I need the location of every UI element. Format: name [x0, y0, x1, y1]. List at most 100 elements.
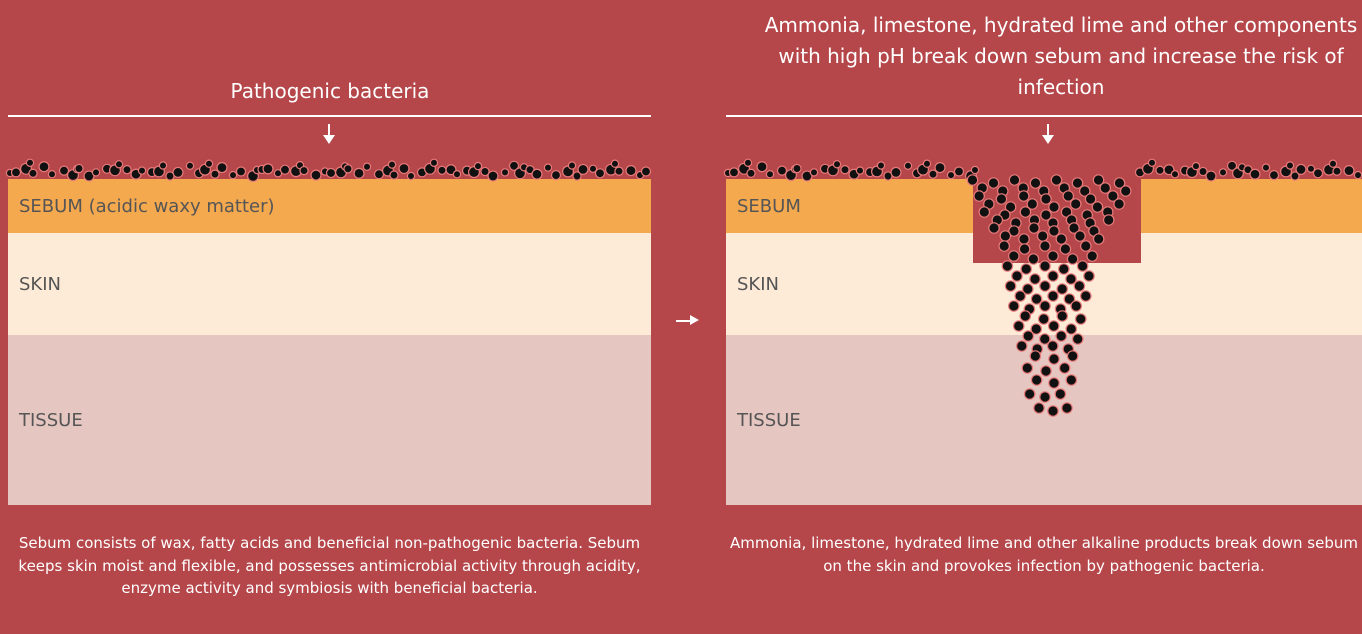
bacteria-icon	[1074, 281, 1084, 291]
bacteria-icon	[856, 167, 863, 174]
bacteria-icon	[1171, 171, 1178, 178]
bacteria-icon	[1049, 321, 1059, 331]
bacteria-icon	[923, 160, 930, 167]
bacteria-icon	[1067, 254, 1077, 264]
skin-layers-diagram: SEBUM (acidic waxy matter) SKIN TISSUE	[8, 175, 651, 505]
bacteria-icon	[217, 163, 227, 173]
bacteria-icon	[501, 169, 508, 176]
bacteria-icon	[1030, 178, 1040, 188]
skin-layer: SKIN	[8, 233, 651, 335]
bacteria-icon	[388, 161, 395, 168]
bacteria-icon	[1005, 281, 1015, 291]
bacteria-icon	[138, 167, 145, 174]
bacteria-icon	[1073, 334, 1083, 344]
bacteria-icon	[989, 223, 999, 233]
bacteria-icon	[1057, 284, 1067, 294]
tissue-label: TISSUE	[19, 410, 83, 431]
bacteria-icon	[229, 172, 236, 179]
bacteria-icon	[453, 171, 460, 178]
bacteria-icon	[1031, 375, 1041, 385]
bacteria-icon	[1081, 291, 1091, 301]
bacteria-icon	[611, 160, 618, 167]
bacteria-icon	[1067, 351, 1077, 361]
bacteria-icon	[552, 171, 561, 180]
bacteria-icon	[474, 163, 481, 170]
bacteria-icon	[363, 163, 370, 170]
bacteria-icon	[1049, 202, 1059, 212]
bacteria-icon	[1270, 171, 1279, 180]
bacteria-icon	[354, 168, 364, 178]
bacteria-icon	[1344, 166, 1354, 176]
bacteria-icon	[1031, 294, 1041, 304]
bacteria-icon	[115, 161, 122, 168]
bacteria-icon	[1015, 291, 1025, 301]
bacteria-icon	[1000, 231, 1010, 241]
bacteria-icon	[744, 159, 751, 166]
bacteria-icon	[1009, 251, 1019, 261]
bacteria-icon	[974, 191, 984, 201]
bacteria-icon	[1020, 207, 1030, 217]
bacteria-icon	[778, 166, 787, 175]
bacteria-icon	[967, 175, 977, 185]
bacteria-icon	[793, 164, 801, 172]
bacteria-icon	[766, 171, 773, 178]
bacteria-icon	[532, 169, 542, 179]
surface-bacteria	[0, 0, 660, 200]
bacteria-icon	[1048, 251, 1058, 261]
bacteria-icon	[1087, 251, 1097, 261]
bacteria-icon	[544, 164, 551, 171]
bacteria-icon	[211, 170, 219, 178]
bacteria-icon	[1071, 199, 1081, 209]
bacteria-icon	[327, 169, 336, 178]
bacteria-icon	[971, 166, 978, 173]
bacteria-icon	[1156, 166, 1164, 174]
bacteria-icon	[1077, 261, 1087, 271]
bacteria-icon	[29, 169, 37, 177]
bacteria-icon	[75, 164, 83, 172]
bacteria-icon	[935, 163, 945, 173]
bacteria-icon	[1081, 241, 1091, 251]
bacteria-icon	[159, 162, 166, 169]
bacteria-icon	[60, 166, 69, 175]
bacteria-icon	[1034, 403, 1044, 413]
bacteria-icon	[186, 162, 193, 169]
bacteria-icon	[1314, 169, 1323, 178]
bacteria-icon	[1114, 199, 1124, 209]
bacteria-icon	[947, 172, 954, 179]
bacteria-icon	[1039, 314, 1049, 324]
bacteria-icon	[626, 166, 636, 176]
bacteria-icon	[1022, 363, 1032, 373]
bacteria-icon	[1329, 160, 1336, 167]
bacteria-icon	[1056, 331, 1066, 341]
bacteria-icon	[1084, 271, 1094, 281]
bacteria-icon	[1029, 223, 1039, 233]
bacteria-icon	[1286, 162, 1293, 169]
bacteria-icon	[877, 162, 884, 169]
bacteria-icon	[929, 170, 937, 178]
bacteria-icon	[1037, 231, 1047, 241]
bacteria-icon	[1023, 331, 1033, 341]
bacteria-icon	[1019, 244, 1029, 254]
bacteria-icon	[1041, 366, 1051, 376]
bacteria-icon	[568, 162, 575, 169]
bacteria-icon	[1066, 274, 1076, 284]
bacteria-icon	[1250, 169, 1260, 179]
bacteria-icon	[891, 167, 901, 177]
bacteria-icon	[1009, 301, 1019, 311]
bacteria-icon	[1066, 375, 1076, 385]
bacteria-icon	[1092, 202, 1102, 212]
alkaline-caption: Ammonia, limestone, hydrated lime and ot…	[726, 532, 1362, 577]
bacteria-icon	[1075, 231, 1085, 241]
bacteria-icon	[988, 178, 998, 188]
bacteria-icon	[263, 164, 273, 174]
bacteria-icon	[1040, 241, 1050, 251]
bacteria-icon	[1049, 378, 1059, 388]
bacteria-icon	[1057, 311, 1067, 321]
bacteria-icon	[1019, 234, 1029, 244]
bacteria-icon	[205, 160, 212, 167]
bacteria-icon	[1040, 281, 1050, 291]
bacteria-icon	[1019, 191, 1029, 201]
bacteria-icon	[12, 168, 21, 177]
bacteria-icon	[1059, 264, 1069, 274]
bacteria-icon	[1192, 163, 1199, 170]
